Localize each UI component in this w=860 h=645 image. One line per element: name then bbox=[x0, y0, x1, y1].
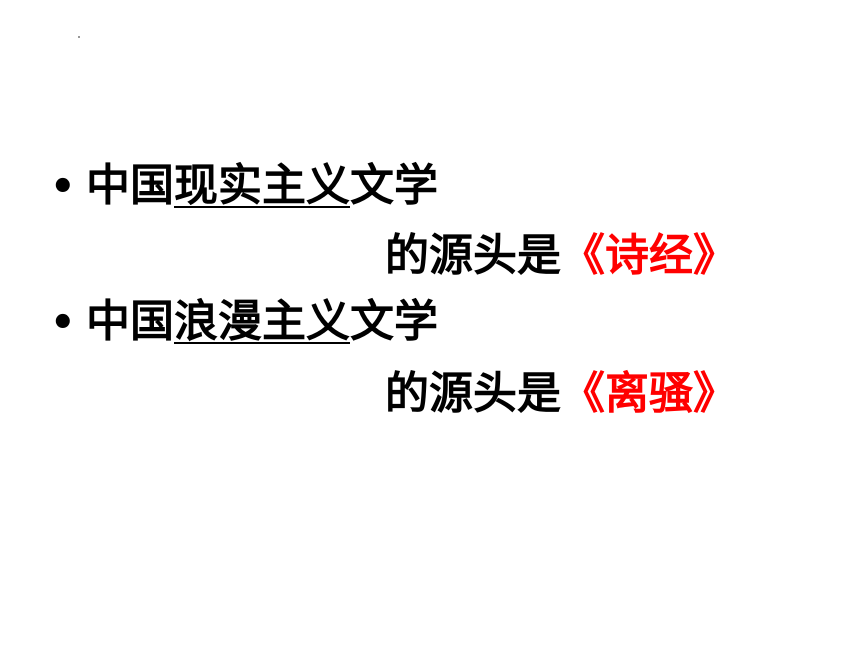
decorative-dot bbox=[78, 36, 80, 38]
answer-text: 《离骚》 bbox=[561, 368, 737, 419]
line-suffix: 文学 bbox=[350, 296, 438, 347]
continuation-line-1: 的源头是《诗经》 bbox=[385, 228, 737, 284]
bullet-line-2: •中国浪漫主义文学 bbox=[50, 294, 438, 351]
continuation-text: 的源头是 bbox=[385, 230, 561, 281]
line-prefix: 中国 bbox=[86, 296, 174, 347]
bullet-icon: • bbox=[50, 164, 76, 210]
continuation-text: 的源头是 bbox=[385, 368, 561, 419]
underlined-term: 现实主义 bbox=[174, 160, 350, 211]
answer-text: 《诗经》 bbox=[561, 230, 737, 281]
line-prefix: 中国 bbox=[86, 160, 174, 211]
bullet-icon: • bbox=[50, 300, 76, 346]
underlined-term: 浪漫主义 bbox=[174, 296, 350, 347]
line-suffix: 文学 bbox=[350, 160, 438, 211]
bullet-line-1: •中国现实主义文学 bbox=[50, 158, 438, 215]
continuation-line-2: 的源头是《离骚》 bbox=[385, 366, 737, 422]
